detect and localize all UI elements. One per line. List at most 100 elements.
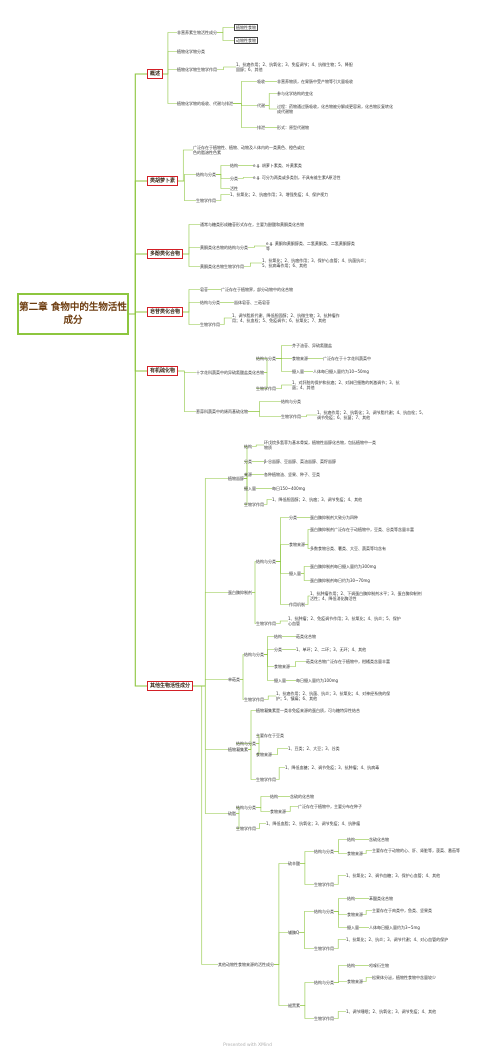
branch-organosulfur[interactable]: 有机硫化物 — [147, 366, 179, 376]
node-s6-2a2[interactable]: 食物来源 — [347, 912, 363, 917]
node-s6-3a1t[interactable]: 吲哚衍生物 — [369, 963, 389, 968]
node-s1-5t[interactable]: 1、降低胆固醇；2、抗癌；3、调节免疫；4、其他 — [272, 497, 363, 502]
node-s6-2a1[interactable]: 结构 — [347, 896, 355, 901]
node-s5-2[interactable]: 生物学作用 — [236, 826, 256, 831]
node-s2-1c1[interactable]: 蛋白酶抑制剂每日摄入量约为300mg — [310, 564, 377, 569]
node-b1-4[interactable]: 植物化学物的吸收、代谢与排泄 — [177, 101, 233, 106]
node-b1-4at[interactable]: 非营养物质，在胃肠中受产物等引大量吸收 — [277, 79, 353, 84]
node-s1-4[interactable]: 摄入量 — [244, 486, 256, 491]
node-b1-4b[interactable]: 代谢 — [257, 103, 265, 108]
node-s3-1[interactable]: 结构与分类 — [244, 652, 264, 657]
node-b1-4c[interactable]: 排泄 — [257, 125, 265, 130]
branch-other-actives[interactable]: 其他生物活性成分 — [147, 681, 194, 691]
branch-carotenoids[interactable]: 类胡萝卜素 — [147, 176, 179, 186]
node-s3-1a[interactable]: 结构 — [274, 634, 282, 639]
node-s1-1[interactable]: 结构 — [244, 444, 252, 449]
branch-polyphenols[interactable]: 多酚类化合物 — [147, 249, 184, 259]
node-b4-1[interactable]: 皂苷 — [200, 287, 208, 292]
node-s6-3a[interactable]: 结构与分类 — [314, 980, 334, 985]
node-s2-1b[interactable]: 食物来源 — [289, 542, 305, 547]
node-s2-1c2[interactable]: 蛋白酶抑制剂每日约为30~70mg — [310, 578, 370, 583]
node-s5-1a[interactable]: 结构 — [270, 794, 278, 799]
node-s3-1at[interactable]: 萜类化合物 — [296, 634, 316, 639]
node-s6-2a3[interactable]: 摄入量 — [347, 925, 359, 930]
node-b2-1b[interactable]: 分类 — [230, 176, 238, 181]
node-s1-3t[interactable]: 各种植物油、坚果、种子、豆类 — [264, 472, 320, 477]
node-b2-1at[interactable]: e.g. 胡萝卜素类、叶黄素类 — [253, 163, 302, 168]
node-s6-1bt[interactable]: 1、抗氧化；2、调节血糖；3、保护心血管；4、其他 — [346, 873, 441, 878]
node-s6-3a1[interactable]: 结构 — [347, 963, 355, 968]
node-b5-1a2[interactable]: 摄入量 — [292, 369, 304, 374]
node-s5-1at[interactable]: 含硫的化合物 — [290, 794, 314, 799]
node-b4-3t[interactable]: 1、调节脂质代谢、降低胆固醇；2、抗微生物；3、抗肿瘤作用；4、抗血栓；5、免疫… — [232, 313, 340, 323]
node-s6[interactable]: 其他动物性食物来源的活性成分 — [218, 962, 274, 967]
node-b2-1bt[interactable]: e.g. 可分为两类或多类别，不具有维生素A原活性 — [253, 175, 341, 180]
node-s2-1[interactable]: 结构与分类 — [256, 559, 276, 564]
node-s3-1ct[interactable]: 萜类化合物广泛存在于植物中，柑橘类含量丰富 — [306, 659, 390, 664]
node-b5-1[interactable]: 十字花科蔬菜中的异硫氰酸盐类化合物 — [196, 370, 264, 375]
node-s1-1t[interactable]: 环戊烷多氢菲为基本骨架，植物性甾醇化合物，包括植物中一类物质 — [264, 440, 376, 450]
node-s1-5[interactable]: 生物学作用 — [244, 502, 264, 507]
node-s1-4t[interactable]: 每日150~400mg — [272, 486, 306, 491]
node-b2-1c[interactable]: 活性 — [230, 186, 238, 191]
node-s2-1a[interactable]: 分类 — [289, 515, 297, 520]
node-s5-1bt[interactable]: 广泛存在于植物中，主要分布在种子 — [298, 804, 362, 809]
node-s2-2t[interactable]: 1、抗肿瘤；2、免疫调节作用；3、抗氧化；4、抗炎；5、保护心血管 — [288, 616, 401, 626]
node-b1-2[interactable]: 植物化学物分类 — [177, 49, 205, 54]
node-b5-1bt[interactable]: 1、对肝脏的保护和抗癌；2、对淋巴细胞的刺激调节；3、抗菌；4、其他 — [292, 380, 400, 390]
node-s2-1c[interactable]: 摄入量 — [289, 571, 301, 576]
node-s3-2t[interactable]: 1、抗癌作用；2、抗菌、抗炎；3、抗氧化；4、对神经系统的保护；5、镇痛；6、其… — [276, 691, 391, 701]
node-s5[interactable]: 硫脂 — [228, 811, 236, 816]
node-b5-1a[interactable]: 结构与分类 — [256, 356, 276, 361]
node-s6-1a2[interactable]: 食物来源 — [347, 851, 363, 856]
node-s4-1bt[interactable]: 1、豆类；2、大豆；3、谷类 — [288, 746, 340, 751]
node-s1-2t[interactable]: β-谷甾醇、豆甾醇、菜油甾醇、菜籽甾醇 — [264, 459, 336, 464]
node-s2-1b1[interactable]: 蛋白酶抑制剂广泛存在于动植物中，豆类、谷类等含量丰富 — [310, 527, 414, 532]
node-s4[interactable]: 植物凝集素 — [228, 747, 248, 752]
node-s6-2a2t[interactable]: 主要存在于肉类中，鱼类、坚果类 — [372, 908, 432, 913]
node-s2-1d[interactable]: 作用机制 — [289, 602, 305, 607]
node-b4-2t[interactable]: 甾体皂苷、三萜皂苷 — [234, 300, 270, 305]
node-s6-2a1t[interactable]: 苯醌类化合物 — [369, 896, 393, 901]
node-s4-2t[interactable]: 1、降低血糖；2、调节免疫；3、抗肿瘤；4、抗病毒 — [285, 765, 380, 770]
node-s1-3[interactable]: 来源 — [244, 472, 252, 477]
node-s4-2[interactable]: 生物学作用 — [256, 777, 276, 782]
node-s3-1d[interactable]: 摄入量 — [274, 678, 286, 683]
node-s6-2a[interactable]: 结构与分类 — [314, 909, 334, 914]
node-s6-3b[interactable]: 生物学作用 — [314, 1016, 334, 1021]
node-s6-1a1t[interactable]: 含硫化合物 — [369, 837, 389, 842]
node-s2-1b2[interactable]: 多数食物谷类、薯类、大豆、蔬菜等均含有 — [310, 546, 386, 551]
node-s3[interactable]: 单萜类 — [228, 677, 240, 682]
node-s3-2[interactable]: 生物学作用 — [244, 697, 264, 702]
node-s4-0[interactable]: 植物凝集素是一类非免疫来源的蛋白质，可与糖特异性结合 — [256, 708, 360, 713]
node-b2-2t[interactable]: 1、抗氧化；2、抗癌作用；3、增强免疫；4、保护视力 — [230, 192, 329, 197]
node-b2-1a[interactable]: 结构 — [230, 163, 238, 168]
node-s6-2[interactable]: 辅酶Q — [288, 930, 300, 935]
node-s6-2bt[interactable]: 1、抗氧化；2、抗炎；3、调节代谢；4、对心血管的保护 — [346, 937, 449, 942]
node-b1-1a[interactable]: 植物性食物 — [234, 24, 258, 31]
node-s5-1[interactable]: 结构与分类 — [236, 805, 256, 810]
node-b5-1a1[interactable]: 食物来源 — [292, 356, 308, 361]
node-b4-2[interactable]: 结构与分类 — [200, 300, 220, 305]
node-s3-1bt[interactable]: 1、单环；2、二环；3、无环；4、其他 — [296, 647, 367, 652]
node-s6-1b[interactable]: 生物学作用 — [314, 882, 334, 887]
node-b4-1t[interactable]: 广泛存在于植物界，部分动物中的化合物 — [221, 287, 293, 292]
node-b1-4b1[interactable]: 参与化学结构的变化 — [277, 91, 313, 96]
branch-saponins[interactable]: 皂苷类化合物 — [147, 307, 184, 317]
node-s6-2b[interactable]: 生物学作用 — [314, 946, 334, 951]
node-s6-3bt[interactable]: 1、调节睡眠；2、抗氧化；3、调节免疫；4、其他 — [346, 1009, 437, 1014]
node-s6-1[interactable]: 硫辛酸 — [288, 861, 300, 866]
node-b5-1a1t[interactable]: 广泛存在于十字花科蔬菜中 — [323, 356, 371, 361]
node-b1-4b2[interactable]: 过程：药物通过肠吸收，化合物被分解成更容易，化合物反复转化成代谢物 — [277, 104, 393, 114]
node-b1-1b[interactable]: 动物性食物 — [234, 37, 258, 44]
node-s6-1a2t[interactable]: 主要存在于动物的心、肝、肾脏等，菠菜、番茄等 — [372, 848, 460, 853]
node-b5-2[interactable]: 葱蒜科蔬菜中的烯丙基硫化物 — [196, 409, 248, 414]
root-topic[interactable]: 第二章 食物中的生物活性成分 — [17, 293, 129, 335]
node-s5-2t[interactable]: 1、降低血脂；2、抗氧化；3、调节免疫；4、抗肿瘤 — [266, 821, 361, 826]
node-b5-1a2t[interactable]: 人体每日摄入量约为10~50mg — [313, 369, 369, 374]
node-s6-3[interactable]: 褪黑素 — [288, 1003, 300, 1008]
node-b1-3t[interactable]: 1、抗癌作用；2、抗氧化；3、免疫调节；4、抗微生物；5、降胆固醇；6、其他 — [236, 62, 353, 72]
node-b2-0[interactable]: 广泛存在于植物性、植物、动物及人体内的一类黄色、橙色或红色的脂溶性色素 — [193, 145, 305, 155]
node-s3-1b[interactable]: 分类 — [274, 647, 282, 652]
node-s1[interactable]: 植物甾醇 — [228, 476, 244, 481]
